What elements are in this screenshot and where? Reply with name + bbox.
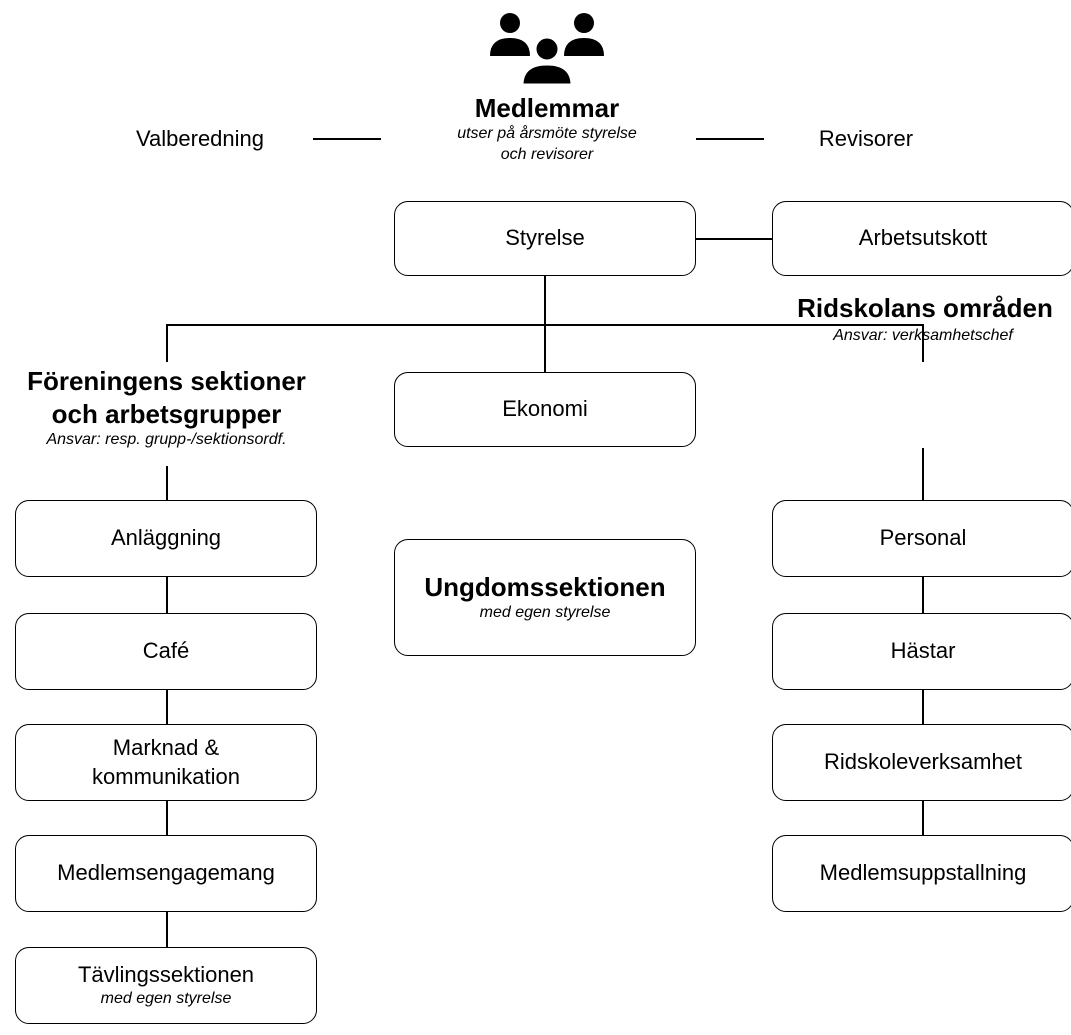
connector-right-1 <box>922 577 924 613</box>
cafe-box: Café <box>15 613 317 690</box>
personal-label: Personal <box>879 525 967 551</box>
tavlingssektionen-label: Tävlingssektionen <box>77 961 255 987</box>
ridskoleverksamhet-box: Ridskoleverksamhet <box>772 724 1071 801</box>
connector-right-2 <box>922 690 924 724</box>
connector-left-branch <box>166 324 168 362</box>
anlaggning-label: Anläggning <box>110 525 222 551</box>
right-heading: Ridskolans områden <box>797 293 1053 323</box>
ekonomi-label: Ekonomi <box>502 396 588 422</box>
left-responsibility: Ansvar: resp. grupp-/sektionsordf. <box>46 431 287 448</box>
connector-branch <box>166 324 923 326</box>
valberedning-label: Valberedning <box>135 126 265 151</box>
connector-right-top <box>922 448 924 500</box>
connector-valberedning <box>313 138 381 140</box>
connector-left-3 <box>166 801 168 835</box>
revisorer-label: Revisorer <box>818 126 914 151</box>
left-heading-2: och arbetsgrupper <box>51 399 282 429</box>
marknad-label-1: Marknad & <box>112 734 220 760</box>
members-subtitle-2: och revisorer <box>500 146 594 163</box>
connector-left-1 <box>166 577 168 613</box>
marknad-label-2: kommunikation <box>92 763 240 789</box>
tavlingssektionen-box: Tävlingssektionen med egen styrelse <box>15 947 317 1024</box>
connector-right-branch <box>922 324 924 362</box>
personal-box: Personal <box>772 500 1071 577</box>
hastar-box: Hästar <box>772 613 1071 690</box>
medlemsengagemang-box: Medlemsengagemang <box>15 835 317 912</box>
connector-revisorer <box>696 138 764 140</box>
styrelse-label: Styrelse <box>505 225 585 251</box>
ungdomssektionen-label: Ungdomssektionen <box>424 571 666 602</box>
left-heading-1: Föreningens sektioner <box>27 366 306 396</box>
medlemsuppstallning-label: Medlemsuppstallning <box>819 860 1027 886</box>
medlemsengagemang-label: Medlemsengagemang <box>57 860 275 886</box>
ekonomi-box: Ekonomi <box>394 372 696 447</box>
arbetsutskott-box: Arbetsutskott <box>772 201 1071 276</box>
anlaggning-box: Anläggning <box>15 500 317 577</box>
tavlingssektionen-sub: med egen styrelse <box>100 990 232 1008</box>
members-title: Medlemmar <box>474 93 620 123</box>
arbetsutskott-label: Arbetsutskott <box>858 225 988 251</box>
group-people-icon <box>490 13 604 86</box>
ungdomssektionen-sub: med egen styrelse <box>479 604 611 622</box>
connector-left-heading-down <box>166 466 168 500</box>
members-subtitle-1: utser på årsmöte styrelse <box>457 125 637 142</box>
connector-left-2 <box>166 690 168 724</box>
ungdomssektionen-box: Ungdomssektionen med egen styrelse <box>394 539 696 656</box>
connector-styrelse-arbetsutskott <box>696 238 772 240</box>
cafe-label: Café <box>142 638 190 664</box>
right-responsibility: Ansvar: verksamhetschef <box>833 327 1013 344</box>
connector-right-3 <box>922 801 924 835</box>
marknad-box: Marknad & kommunikation <box>15 724 317 801</box>
connector-left-4 <box>166 912 168 947</box>
hastar-label: Hästar <box>890 638 956 664</box>
medlemsuppstallning-box: Medlemsuppstallning <box>772 835 1071 912</box>
ridskoleverksamhet-label: Ridskoleverksamhet <box>823 749 1023 775</box>
styrelse-box: Styrelse <box>394 201 696 276</box>
